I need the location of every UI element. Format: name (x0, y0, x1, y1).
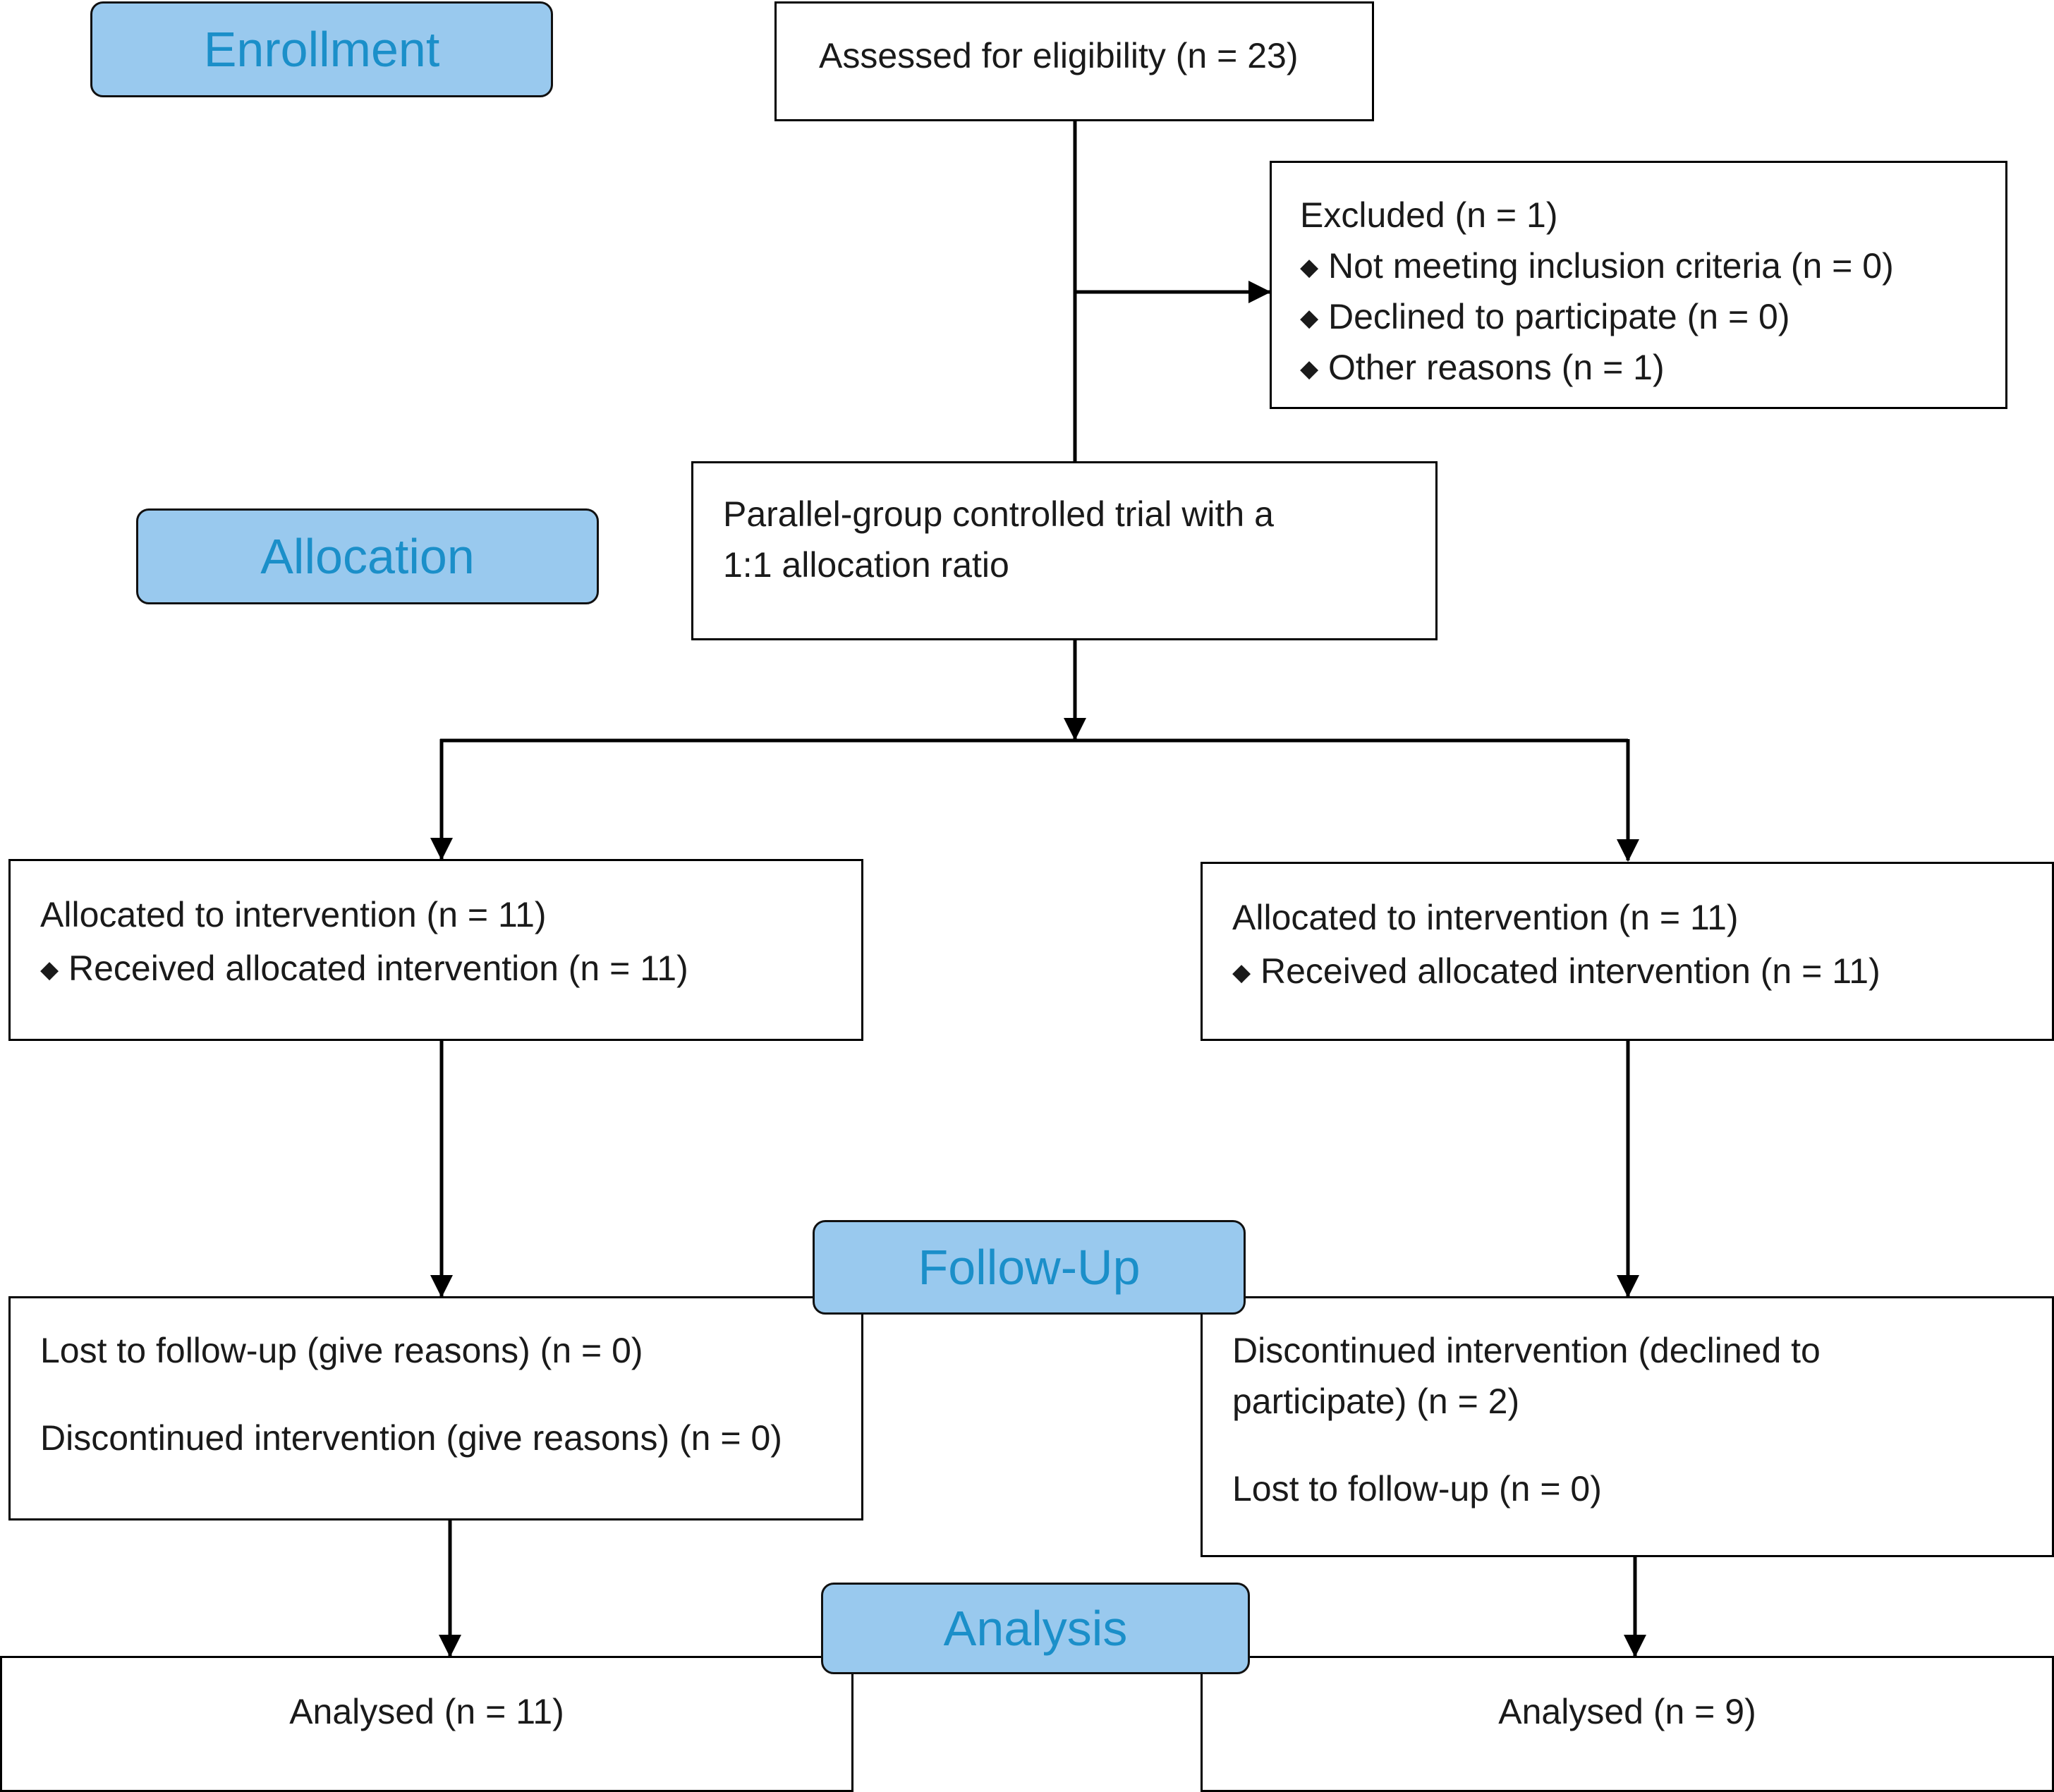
diamond-bullet-icon: ◆ (1232, 959, 1251, 986)
excluded-box: Excluded (n = 1) ◆ Not meeting inclusion … (1270, 161, 2007, 409)
trial-design-line-1: Parallel-group controlled trial with a (723, 494, 1274, 534)
phase-label-allocation: Allocation (136, 508, 599, 604)
right-allocation-title: Allocated to intervention (n = 11) (1232, 898, 1739, 937)
phase-label-allocation-text: Allocation (260, 529, 475, 584)
diamond-bullet-icon: ◆ (1300, 355, 1319, 382)
excluded-reason-1: ◆ Not meeting inclusion criteria (n = 0) (1300, 240, 1894, 293)
diamond-bullet-icon: ◆ (40, 956, 59, 983)
phase-label-analysis-text: Analysis (943, 1601, 1128, 1656)
excluded-reason-text: Declined to participate (n = 0) (1328, 297, 1790, 336)
right-analysis-text: Analysed (n = 9) (1498, 1692, 1756, 1731)
excluded-reason-text: Not meeting inclusion criteria (n = 0) (1328, 246, 1894, 286)
excluded-reason-text: Other reasons (n = 1) (1328, 348, 1665, 387)
right-followup-box: Discontinued intervention (declined to p… (1201, 1296, 2054, 1557)
excluded-reason-3: ◆ Other reasons (n = 1) (1300, 342, 1665, 394)
phase-label-followup-text: Follow-Up (918, 1240, 1141, 1295)
left-analysis-text: Analysed (n = 11) (289, 1692, 564, 1731)
right-allocation-box: Allocated to intervention (n = 11) ◆ Rece… (1201, 862, 2054, 1041)
trial-design-line-2: 1:1 allocation ratio (723, 545, 1009, 585)
left-allocation-title: Allocated to intervention (n = 11) (40, 895, 547, 934)
right-followup-discontinued-line-1: Discontinued intervention (declined to (1232, 1331, 1821, 1370)
left-allocation-box: Allocated to intervention (n = 11) ◆ Rece… (8, 859, 863, 1041)
excluded-title: Excluded (n = 1) (1300, 195, 1558, 235)
phase-label-followup: Follow-Up (813, 1220, 1246, 1315)
right-analysis-box: Analysed (n = 9) (1201, 1656, 2054, 1792)
left-analysis-box: Analysed (n = 11) (0, 1656, 853, 1792)
left-followup-lost: Lost to follow-up (give reasons) (n = 0) (40, 1331, 643, 1370)
phase-label-analysis: Analysis (821, 1583, 1250, 1674)
right-allocation-received-text: Received allocated intervention (n = 11) (1260, 951, 1880, 991)
right-followup-lost: Lost to follow-up (n = 0) (1232, 1469, 1602, 1508)
assessed-text: Assessed for eligibility (n = 23) (819, 36, 1299, 75)
right-allocation-received: ◆ Received allocated intervention (n = 11… (1232, 946, 1880, 998)
excluded-reason-2: ◆ Declined to participate (n = 0) (1300, 291, 1790, 343)
left-followup-discontinued: Discontinued intervention (give reasons)… (40, 1418, 782, 1458)
trial-design-box: Parallel-group controlled trial with a 1… (691, 461, 1438, 640)
diamond-bullet-icon: ◆ (1300, 305, 1319, 331)
left-followup-box: Lost to follow-up (give reasons) (n = 0)… (8, 1296, 863, 1520)
phase-label-enrollment-text: Enrollment (203, 22, 440, 77)
assessed-box: Assessed for eligibility (n = 23) (774, 1, 1374, 121)
phase-label-enrollment: Enrollment (90, 1, 553, 97)
right-followup-discontinued-line-2: participate) (n = 2) (1232, 1382, 1520, 1421)
diamond-bullet-icon: ◆ (1300, 254, 1319, 281)
left-allocation-received-text: Received allocated intervention (n = 11) (68, 949, 688, 988)
left-allocation-received: ◆ Received allocated intervention (n = 11… (40, 943, 688, 995)
